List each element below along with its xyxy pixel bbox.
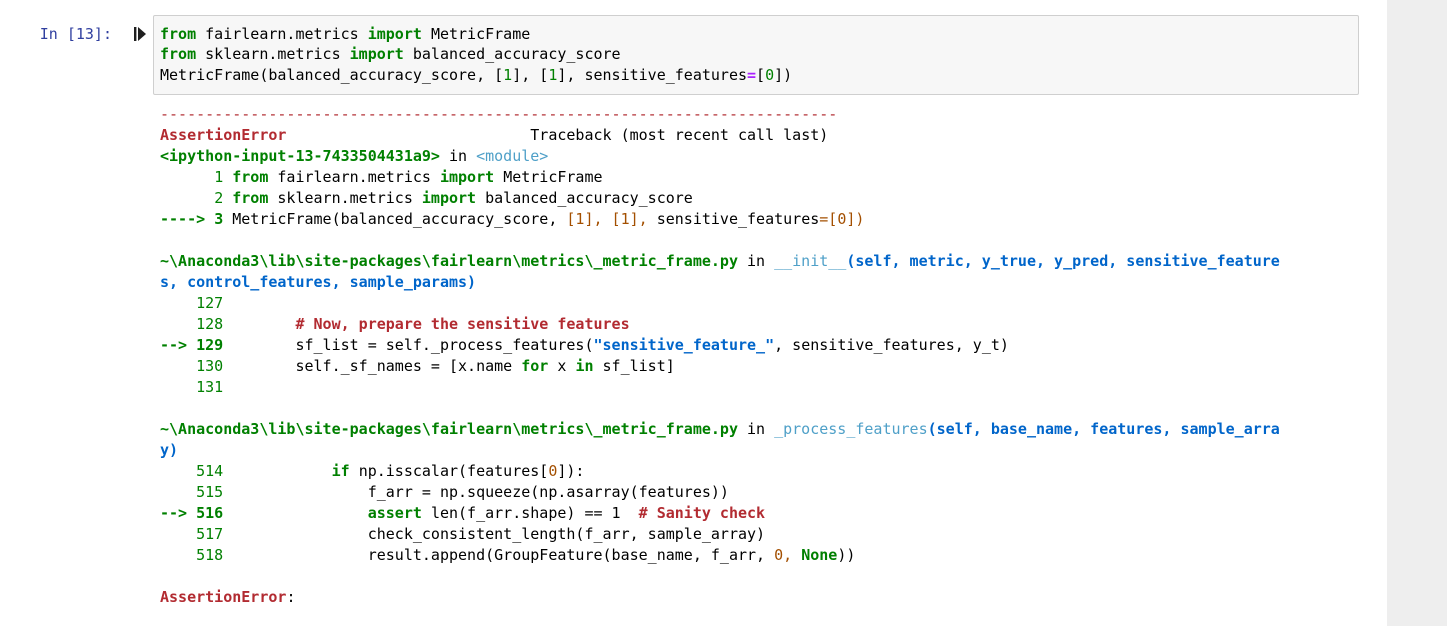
frame2-line-131: 131 [196,378,224,396]
frame-location-1: <ipython-input-13-7433504431a9> in <modu… [160,147,549,165]
run-cell-icon[interactable] [132,25,148,43]
frame1-line-1: 1 from fairlearn.metrics import MetricFr… [214,168,603,186]
frame3-line-515: 515 f_arr = np.squeeze(np.asarray(featur… [196,483,729,501]
frame3-line-516: --> 516 assert len(f_arr.shape) == 1 # S… [160,504,766,522]
input-prompt: In [13]: [39,25,112,43]
traceback-header: AssertionError Traceback (most recent ca… [160,126,829,144]
code-line-1: from fairlearn.metrics import MetricFram… [160,25,531,43]
frame-path-2-wrap: s, control_features, sample_params) [160,273,477,291]
frame3-line-514: 514 if np.isscalar(features[0]): [196,462,585,480]
final-error-line: AssertionError: [160,588,296,606]
code-line-2: from sklearn.metrics import balanced_acc… [160,45,621,63]
frame2-line-127: 127 [196,294,224,312]
frame1-line-2: 2 from sklearn.metrics import balanced_a… [214,189,693,207]
frame2-line-129: --> 129 sf_list = self._process_features… [160,336,1009,354]
frame-path-3-wrap: y) [160,441,179,459]
notebook-page: In [13]: from fairlearn.metrics import M… [39,15,1359,606]
frame2-line-128: 128 # Now, prepare the sensitive feature… [196,315,630,333]
code-input-area[interactable] [153,15,1359,95]
frame2-line-130: 130 self._sf_names = [x.name for x in sf… [196,357,675,375]
frame3-line-518: 518 result.append(GroupFeature(base_name… [196,546,856,564]
frame3-line-517: 517 check_consistent_length(f_arr, sampl… [196,525,766,543]
frame1-line-3: ----> 3 MetricFrame(balanced_accuracy_sc… [160,210,865,228]
traceback-separator: ----------------------------------------… [160,105,838,123]
frame-path-2: ~\Anaconda3\lib\site-packages\fairlearn\… [160,252,1280,270]
frame-path-3: ~\Anaconda3\lib\site-packages\fairlearn\… [160,420,1280,438]
code-line-3: MetricFrame(balanced_accuracy_score, [1]… [160,66,793,84]
right-gutter [1387,0,1447,626]
